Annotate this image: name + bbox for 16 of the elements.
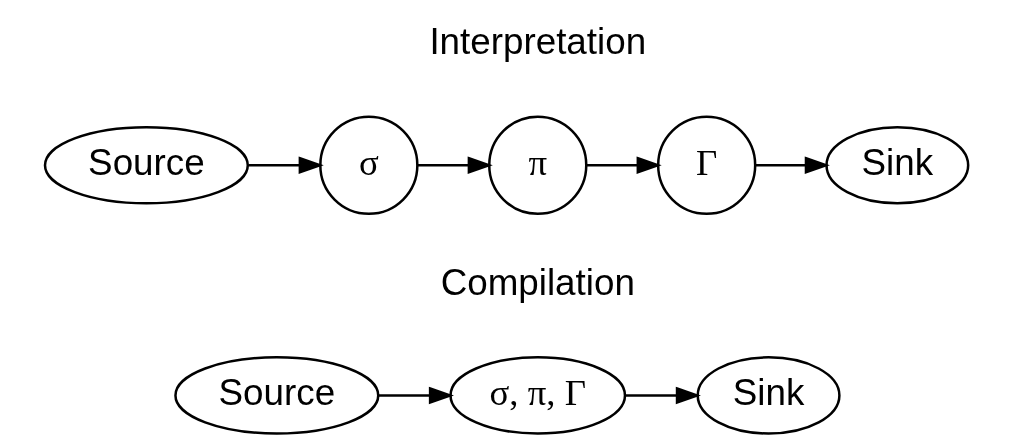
arrow [625,386,701,405]
arrow [755,156,830,175]
arrow [248,156,324,175]
node-ellipse: Source [174,356,380,435]
node-ellipse: Sink [696,356,841,435]
arrow [586,156,662,175]
arrow [417,156,493,175]
arrow [378,386,454,405]
label: Compilation [440,262,635,304]
node-ellipse: σ, π, Γ [449,356,627,435]
node-circle: Γ [656,115,757,215]
node-circle: π [488,115,588,215]
node-circle: σ [319,115,419,215]
node-ellipse: Source [43,125,250,205]
node-ellipse: Sink [825,125,970,205]
label: Interpretation [429,21,647,63]
